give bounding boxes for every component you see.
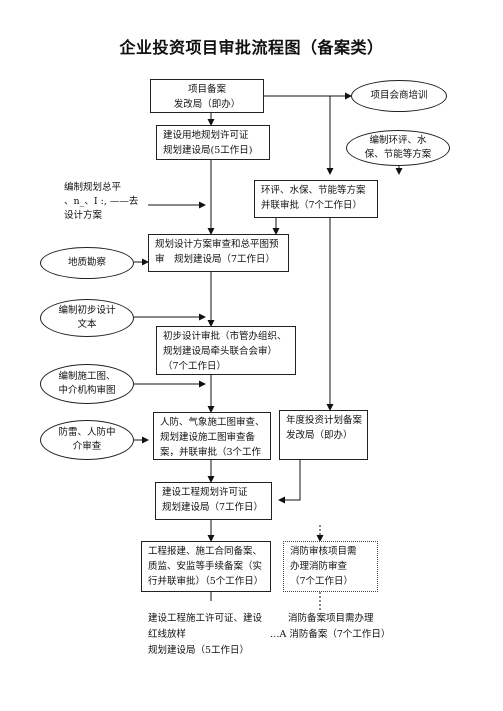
env-review-box: 环评、水保、节能等方案 并联审批（7个工作日） (254, 180, 378, 218)
bottom-left-note: 建设工程施工许可证、建设 红线放样 规划建设局（5工作日） (148, 613, 263, 656)
construction-filing-box: 工程报建、施工合同备案、 质监、安监等手续备案（实 行并联审批）（5个工作日） (141, 541, 271, 592)
bottom-right-note: 消防备案项目需办理 …A 消防备案（7个工作日） (270, 613, 391, 640)
defense-review-ellipse: 防雷、人防中 介审查 (40, 420, 134, 460)
consult-training-ellipse: 项目会商培训 (351, 80, 447, 112)
civil-defense-box: 人防、气象施工图审查、 规划建设施工图审查备 案，并联审批（3个工作 (153, 412, 271, 460)
annual-plan-box: 年度投资计划备案 发改局（即办） (279, 410, 368, 460)
eng-permit-box: 建设工程规划许可证 规划建设局（7工作日） (155, 482, 272, 520)
left-plan-note: 编制规划总平 、n_、I :, ——去 设计方案 (64, 182, 139, 221)
plan-review-box: 规划设计方案审查和总平图预 审 规划建设局（7工作日） (148, 234, 289, 272)
env-plans-ellipse: 编制环评、水 保、节能等方案 (346, 130, 450, 166)
link-annual (278, 460, 301, 504)
fire-review-box: 消防审核项目需 办理消防审查 （7个工作日） (283, 541, 378, 592)
prelim-review-box: 初步设计审批（市管办组织、 规划建设局牵头联合会审） （7个工作日） (156, 326, 296, 375)
survey-ellipse: 地质勘察 (40, 247, 134, 279)
page-title: 企业投资项目审批流程图（备案类） (119, 38, 384, 57)
filing-box: 项目备案 发改局（即办） (150, 79, 264, 113)
prelim-design-ellipse: 编制初步设计 文本 (40, 299, 134, 337)
drawings-ellipse: 编制施工图、 中介机构审图 (40, 364, 134, 404)
land-permit-box: 建设用地规划许可证 规划建设局(5工作日) (156, 125, 270, 160)
